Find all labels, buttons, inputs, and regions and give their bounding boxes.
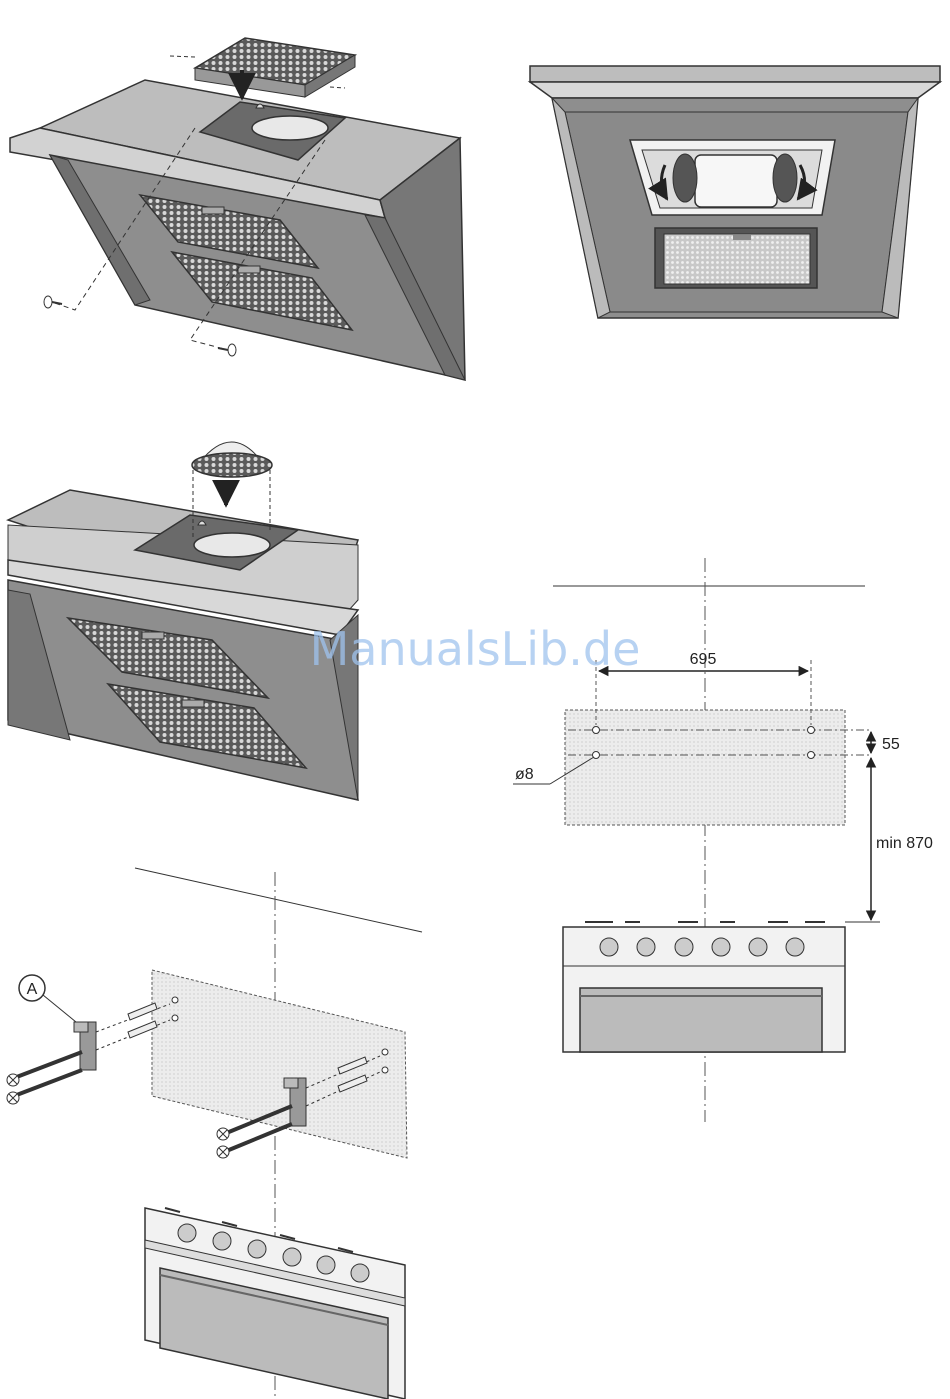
figure-round-filter-install (8, 442, 358, 800)
min-height-label: min 870 (876, 835, 933, 852)
drill-hole (808, 752, 815, 759)
hole-diameter-label: ø8 (515, 766, 534, 783)
figure-hood-filter-install (10, 38, 465, 380)
watermark-text: ManualsLib.de (310, 622, 641, 676)
screw-icon (218, 344, 236, 356)
figure-wall-bracket-mounting: A (7, 868, 422, 1399)
screw-icon (44, 296, 62, 308)
drill-hole (593, 727, 600, 734)
drill-hole (808, 727, 815, 734)
figure-hood-underside-motor (530, 66, 940, 318)
drilling-template (565, 710, 845, 825)
cooker (563, 922, 845, 1052)
callout-label: A (27, 981, 38, 998)
height-dimension-label: 55 (882, 736, 900, 753)
cooker (145, 1208, 405, 1399)
width-dimension-label: 695 (690, 651, 717, 668)
fan-motor (695, 155, 777, 207)
screw-icon (7, 1074, 19, 1104)
round-carbon-filter (192, 453, 272, 477)
